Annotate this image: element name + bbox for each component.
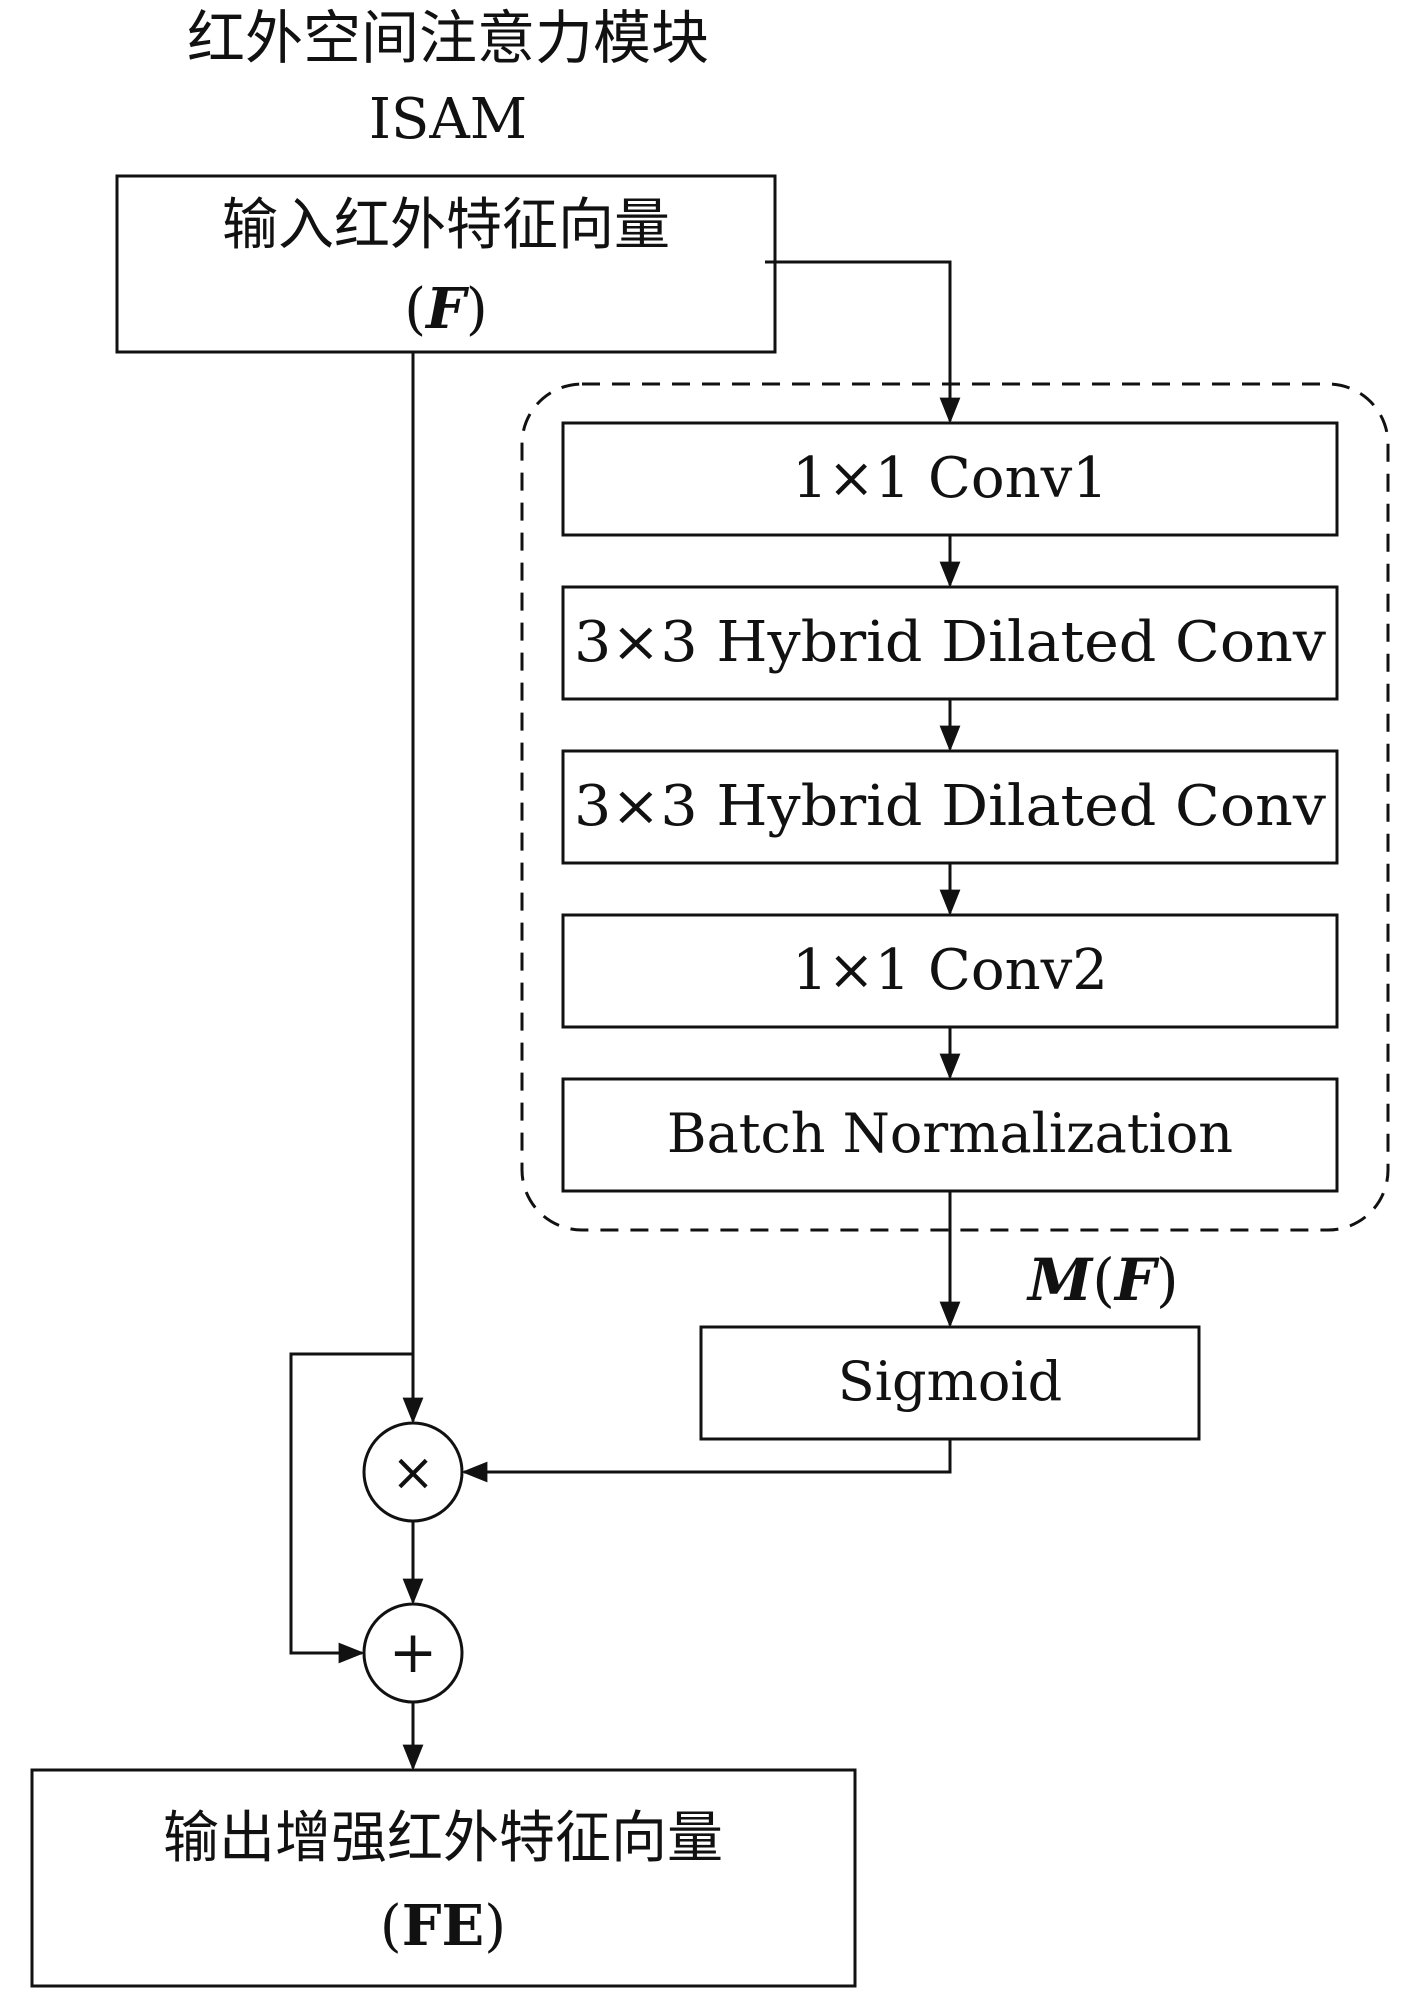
output-box bbox=[30, 1768, 857, 1988]
attention-module-container bbox=[520, 382, 1390, 1232]
hdc2-box bbox=[561, 749, 1339, 865]
title-line2: ISAM bbox=[369, 87, 527, 152]
conv2-box bbox=[561, 913, 1339, 1029]
batch-norm-label: Batch Normalization bbox=[667, 1102, 1233, 1165]
title-line1: 红外空间注意力模块 bbox=[187, 4, 709, 72]
conv1-box bbox=[561, 421, 1339, 537]
hdc2-label: 3×3 Hybrid Dilated Conv bbox=[574, 774, 1326, 839]
conv1-label: 1×1 Conv1 bbox=[792, 446, 1108, 511]
multiply-symbol: × bbox=[391, 1443, 435, 1503]
arrow-input-to-conv1 bbox=[765, 260, 961, 424]
input-symbol-f: F bbox=[424, 276, 470, 342]
input-symbol: (F) bbox=[404, 276, 487, 342]
add-symbol: + bbox=[389, 1618, 438, 1686]
input-box bbox=[115, 174, 777, 354]
mf-label-f: F bbox=[1113, 1246, 1160, 1314]
mf-label: M(F) bbox=[1026, 1246, 1179, 1314]
mf-label-m: M bbox=[1026, 1246, 1094, 1314]
output-symbol-fe: FE bbox=[402, 1893, 484, 1959]
batch-norm-box bbox=[561, 1077, 1339, 1193]
output-label: 输出增强红外特征向量 bbox=[163, 1806, 723, 1871]
output-symbol: (FE) bbox=[380, 1893, 506, 1959]
arrow-residual-to-add bbox=[289, 1352, 413, 1664]
input-label: 输入红外特征向量 bbox=[222, 193, 670, 258]
hdc1-label: 3×3 Hybrid Dilated Conv bbox=[574, 610, 1326, 675]
sigmoid-box bbox=[699, 1325, 1201, 1441]
conv2-label: 1×1 Conv2 bbox=[792, 938, 1108, 1003]
arrow-sigmoid-to-multiply bbox=[461, 1439, 952, 1483]
sigmoid-label: Sigmoid bbox=[838, 1350, 1062, 1413]
